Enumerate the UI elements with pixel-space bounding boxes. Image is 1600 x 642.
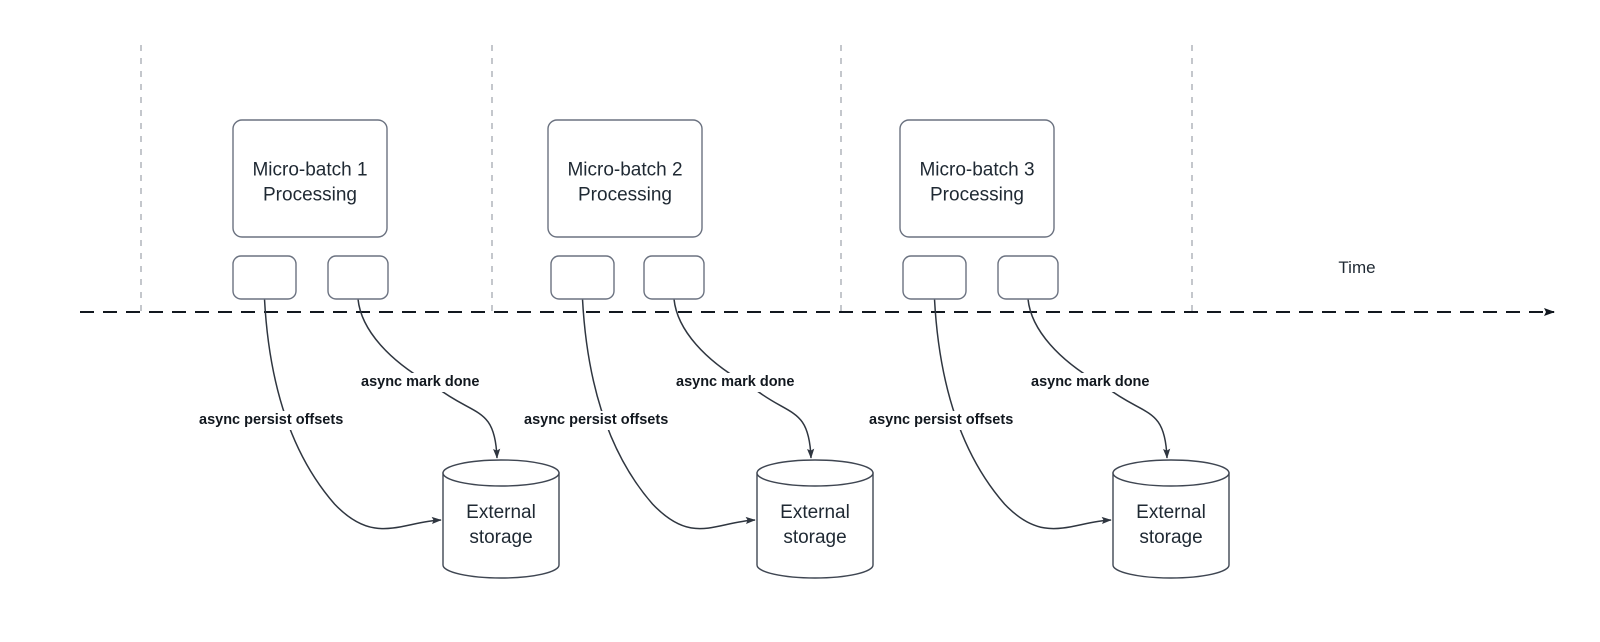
- edge-label-text: async mark done: [676, 374, 794, 390]
- micro-batch-box-shape-1: [232, 119, 388, 238]
- cylinder-top-ellipse-2: [756, 459, 874, 487]
- edge-label-backdrop: [1028, 373, 1152, 392]
- edge-label-backdrop: [521, 411, 692, 430]
- cylinder-body-3: [1112, 472, 1230, 579]
- external-storage-cylinder-3[interactable]: External storage: [1112, 459, 1230, 579]
- tick-lines-group: [140, 45, 1193, 312]
- edge-label-async-persist-offsets-3: async persist offsets: [866, 411, 1037, 430]
- micro-batch-label-line2-2: Processing: [578, 185, 672, 206]
- edge-label-backdrop: [866, 411, 1037, 430]
- edge-label-async-persist-offsets-2: async persist offsets: [521, 411, 692, 430]
- task-box-left-3[interactable]: [902, 255, 967, 300]
- edge-label-async-persist-offsets-1: async persist offsets: [196, 411, 367, 430]
- cylinder-top-ellipse-3: [1112, 459, 1230, 487]
- flow-async-persist-offsets-2: [581, 298, 756, 530]
- edge-label-text: async persist offsets: [524, 412, 668, 428]
- cylinder-body-1: [442, 472, 560, 579]
- axis-label-group: Time: [1338, 258, 1375, 277]
- task-box-right-2[interactable]: [643, 255, 705, 300]
- micro-batch-box-shape-3: [899, 119, 1055, 238]
- micro-batch-box-1[interactable]: Micro-batch 1 Processing: [232, 119, 388, 238]
- edge-label-text: async mark done: [1031, 374, 1149, 390]
- task-box-right-1[interactable]: [327, 255, 389, 300]
- flow-async-persist-offsets-1: [263, 298, 442, 530]
- edge-labels-group: async persist offsets async mark done asyn…: [196, 373, 1152, 430]
- micro-batch-label-line1-1: Micro-batch 1: [252, 160, 367, 181]
- edge-label-text: async persist offsets: [869, 412, 1013, 428]
- micro-batch-box-shape-2: [547, 119, 703, 238]
- task-box-right-3[interactable]: [997, 255, 1059, 300]
- edge-label-text: async mark done: [361, 374, 479, 390]
- edge-label-async-mark-done-1: async mark done: [358, 373, 482, 392]
- micro-batch-box-3[interactable]: Micro-batch 3 Processing: [899, 119, 1055, 238]
- external-storage-cylinder-2[interactable]: External storage: [756, 459, 874, 579]
- edge-label-backdrop: [673, 373, 797, 392]
- task-box-left-1[interactable]: [232, 255, 297, 300]
- edge-label-text: async persist offsets: [199, 412, 343, 428]
- external-storage-label-line2-2: storage: [783, 527, 846, 548]
- flow-async-persist-offsets-3: [933, 298, 1112, 530]
- external-storage-cylinder-1[interactable]: External storage: [442, 459, 560, 579]
- external-storage-label-line2-3: storage: [1139, 527, 1202, 548]
- external-storage-label-line1-3: External: [1136, 502, 1206, 523]
- micro-batch-label-line2-1: Processing: [263, 185, 357, 206]
- edge-label-async-mark-done-3: async mark done: [1028, 373, 1152, 392]
- task-box-left-2[interactable]: [550, 255, 615, 300]
- cylinder-top-ellipse-1: [442, 459, 560, 487]
- micro-batch-box-2[interactable]: Micro-batch 2 Processing: [547, 119, 703, 238]
- edge-label-async-mark-done-2: async mark done: [673, 373, 797, 392]
- micro-batch-label-line1-3: Micro-batch 3: [919, 160, 1034, 181]
- micro-batch-label-line2-3: Processing: [930, 185, 1024, 206]
- external-storage-label-line1-1: External: [466, 502, 536, 523]
- cylinder-body-2: [756, 472, 874, 579]
- micro-batch-label-line1-2: Micro-batch 2: [567, 160, 682, 181]
- edge-label-backdrop: [358, 373, 482, 392]
- time-axis-label: Time: [1338, 258, 1375, 277]
- external-storage-label-line2-1: storage: [469, 527, 532, 548]
- edge-label-backdrop: [196, 411, 367, 430]
- external-storage-label-line1-2: External: [780, 502, 850, 523]
